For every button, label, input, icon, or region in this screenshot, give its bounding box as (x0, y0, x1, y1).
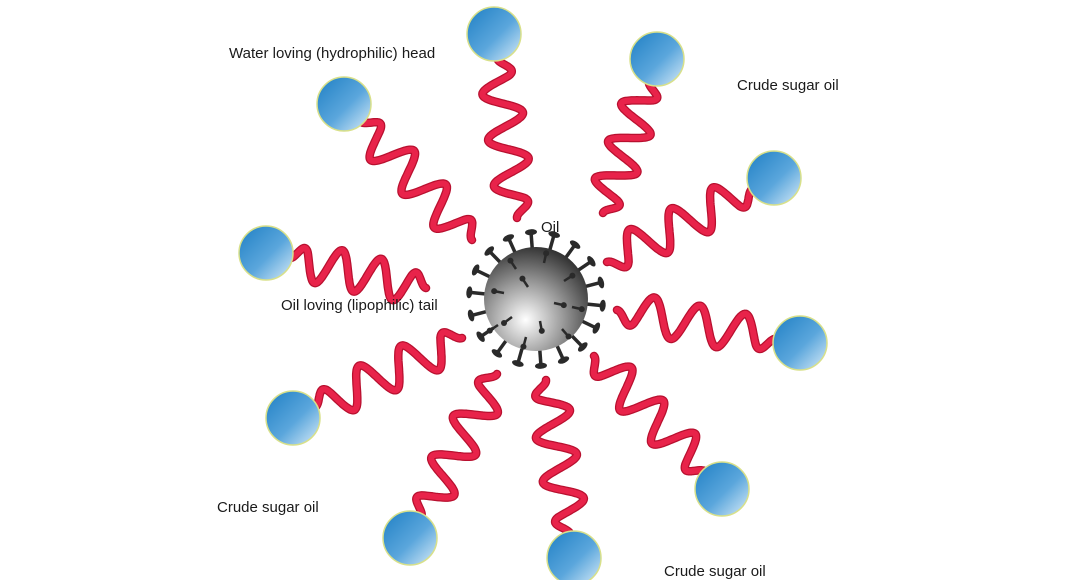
lipophilic-tail (286, 245, 429, 304)
lipophilic-tail (614, 294, 780, 352)
hydrophilic-head (772, 315, 828, 371)
surface-spike (561, 328, 569, 336)
surface-spike-tip (538, 327, 545, 334)
particle-spike-tip (548, 231, 560, 238)
particle-spike-tip (525, 229, 537, 236)
hydrophilic-head (382, 510, 438, 566)
particle-spike-tip (491, 349, 503, 358)
lipophilic-tail (604, 184, 756, 271)
hydrophilic-heads (238, 6, 828, 585)
surface-spike-tip (507, 257, 514, 264)
hydrophilic-head (746, 150, 802, 206)
lipophilic-tail (591, 78, 661, 216)
hydrophilic-head (238, 225, 294, 281)
oil-label: Oil (541, 219, 560, 236)
crude-sugar-oil-label-bottom-right: Crude sugar oil (664, 563, 766, 580)
lipophilic-tail (357, 118, 476, 243)
surface-spike-tip (491, 288, 498, 295)
surface-spike-tip (565, 333, 572, 340)
particle-spike-tip (599, 299, 606, 312)
surface-spike-tip (543, 250, 550, 257)
lipophilic-tail-label: Oil loving (lipophilic) tail (281, 297, 438, 314)
particle-spike-tip (535, 362, 547, 369)
surface-spike-tip (486, 327, 493, 334)
surface-spike (495, 290, 505, 295)
surface-spike-tip (560, 302, 567, 309)
surface-spike (571, 305, 581, 310)
particle-spike-tip (577, 342, 588, 352)
surface-spike (563, 275, 572, 283)
surface-spike-tip (501, 320, 507, 326)
surface-spike-tip (578, 306, 585, 313)
surface-spike (538, 320, 543, 330)
hydrophilic-head (546, 530, 602, 585)
hydrophilic-head (694, 461, 750, 517)
particle-spike-tip (587, 256, 596, 267)
hydrophilic-head (265, 390, 321, 446)
surface-spike-tip (569, 272, 576, 279)
surface-spike (522, 336, 528, 346)
particle-spike-tip (592, 322, 601, 334)
crude-sugar-oil-label-bottom-left: Crude sugar oil (217, 499, 319, 516)
particle-spike-tip (512, 360, 524, 367)
surface-spike (510, 261, 518, 270)
oil-droplet (484, 247, 588, 351)
surface-spike-tip (519, 275, 526, 282)
particle-spike-tip (597, 276, 605, 289)
lipophilic-tail (590, 353, 709, 475)
particle-spike-tip (471, 264, 480, 276)
particle-spike-tip (557, 356, 570, 364)
surface-spike (504, 315, 513, 323)
surface-spike (553, 301, 563, 306)
particle-spike-tip (484, 246, 495, 256)
hydrophilic-head (629, 31, 685, 87)
lipophilic-tail (479, 54, 532, 221)
hydrophilic-head-label: Water loving (hydrophilic) head (229, 45, 436, 62)
particle-spike-tip (466, 286, 473, 299)
particle-spike-tip (569, 240, 581, 249)
surface-spike (522, 279, 530, 288)
surface-spike-tip (520, 343, 527, 350)
lipophilic-tails (285, 53, 781, 539)
particle-spike-tip (467, 309, 475, 322)
hydrophilic-head (466, 6, 522, 62)
lipophilic-tail (413, 371, 501, 520)
oil-particle (466, 229, 606, 369)
particle-spike-tip (502, 234, 515, 242)
hydrophilic-head (316, 76, 372, 132)
surface-spike (542, 254, 547, 264)
crude-sugar-oil-label-top-right: Crude sugar oil (737, 77, 839, 94)
lipophilic-tail (532, 377, 587, 538)
surface-spike (490, 323, 499, 331)
particle-spike-tip (476, 331, 485, 342)
lipophilic-tail (311, 329, 465, 414)
